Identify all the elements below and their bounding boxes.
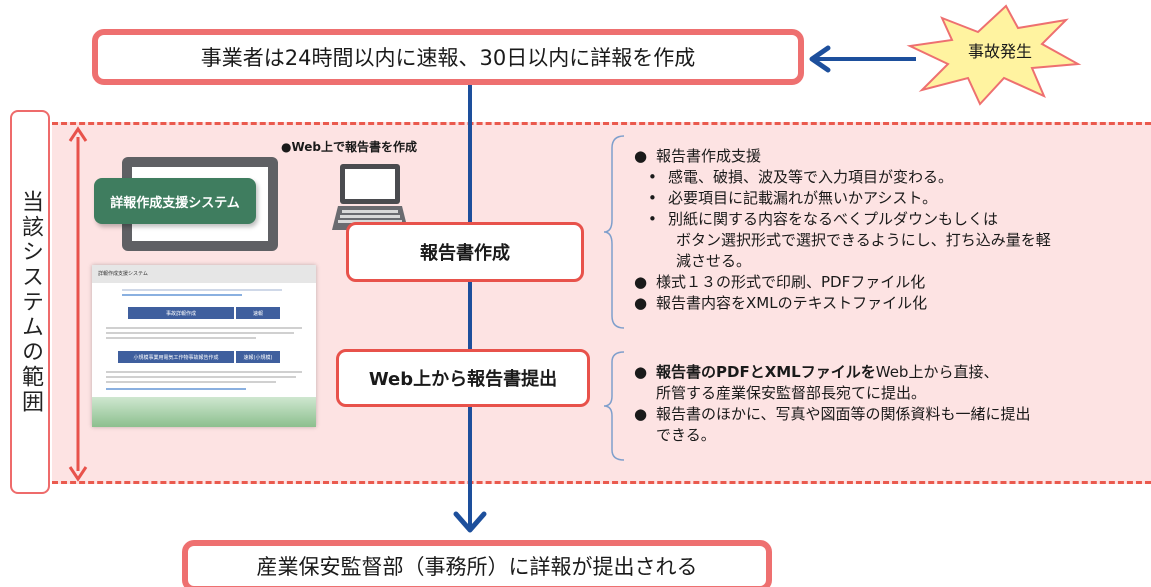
web-submit-step: Web上から報告書提出	[336, 349, 590, 407]
list-item-continuation: できる。	[656, 426, 716, 444]
list-item: ●報告書作成支援	[634, 147, 762, 165]
list-item: ●様式１３の形式で印刷、PDFファイル化	[634, 273, 926, 291]
screenshot-btn-small: 小規模事業用電気工作物事故報告作成	[118, 351, 234, 363]
bottom-result-box: 産業保安監督部（事務所）に詳報が提出される	[182, 540, 772, 587]
creation-bracket	[603, 135, 625, 329]
incident-arrow	[809, 45, 916, 73]
system-badge: 詳報作成支援システム	[94, 178, 256, 224]
list-item: •必要項目に記載漏れが無いかアシスト。	[648, 189, 938, 207]
list-item: •別紙に関する内容をなるべくプルダウンもしくは	[648, 210, 999, 228]
top-process-text: 事業者は24時間以内に速報、30日以内に詳報を作成	[200, 46, 696, 70]
list-item: ●報告書のほかに、写真や図面等の関係資料も一緒に提出	[634, 405, 1031, 423]
bottom-result-text: 産業保安監督部（事務所）に詳報が提出される	[256, 555, 698, 579]
submit-bracket	[603, 351, 625, 461]
system-screenshot: 詳報作成支援システム 事故詳報作成 速報 小規模事業用電気工作物事故報告作成 速…	[92, 265, 316, 427]
scope-label: 当該システムの範囲	[18, 189, 43, 415]
submit-features: ●報告書のPDFとXMLファイルをWeb上から直接、 所管する産業保安監督部長宛…	[634, 362, 1134, 446]
incident-label: 事故発生	[967, 42, 1032, 61]
list-item: ●報告書のPDFとXMLファイルをWeb上から直接、	[634, 363, 999, 381]
screenshot-illustration	[92, 397, 316, 427]
list-item-continuation: 所管する産業保安監督部長宛てに提出。	[656, 384, 927, 402]
flow-line	[453, 82, 487, 533]
screenshot-btn-small-quick: 速報(小規模)	[236, 351, 280, 363]
list-item: •感電、破損、波及等で入力項目が変わる。	[648, 168, 954, 186]
creation-features: ●報告書作成支援 •感電、破損、波及等で入力項目が変わる。 •必要項目に記載漏れ…	[634, 146, 1134, 314]
scope-label-box: 当該システムの範囲	[10, 110, 50, 494]
screenshot-btn-detail: 事故詳報作成	[128, 307, 234, 319]
scope-span-arrow	[68, 126, 88, 482]
screenshot-title: 詳報作成支援システム	[92, 265, 316, 283]
incident-burst-shape	[906, 4, 1082, 106]
list-item-continuation: ボタン選択形式で選択できるようにし、打ち込み量を軽	[676, 231, 1051, 249]
top-process-box: 事業者は24時間以内に速報、30日以内に詳報を作成	[92, 29, 804, 85]
screenshot-btn-quick: 速報	[236, 307, 280, 319]
list-item: ●報告書内容をXMLのテキストファイル化	[634, 294, 928, 312]
report-create-step: 報告書作成	[346, 222, 584, 282]
web-create-note: ●Web上で報告書を作成	[281, 140, 418, 154]
list-item-continuation: 減させる。	[676, 252, 752, 270]
